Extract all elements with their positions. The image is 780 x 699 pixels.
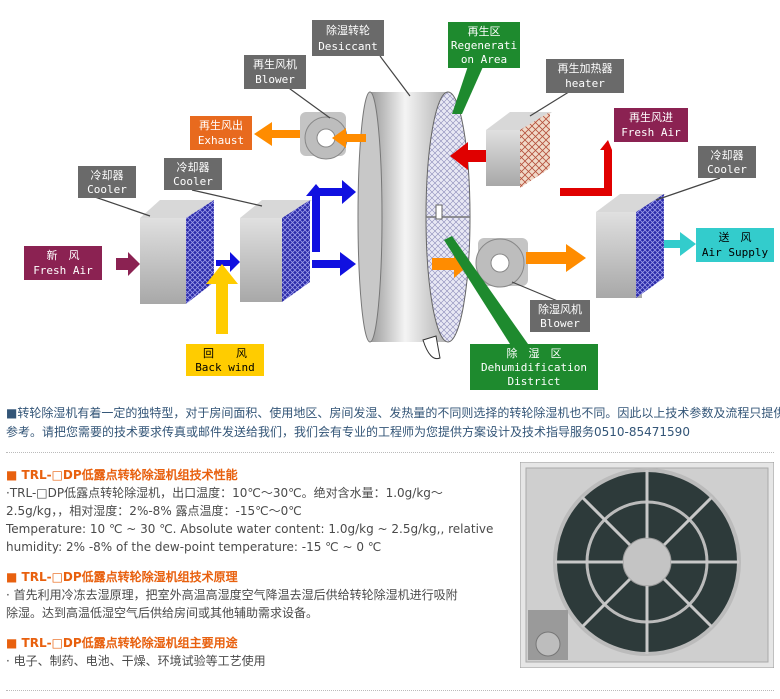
svg-text:on Area: on Area	[461, 53, 507, 66]
text-line: · 首先利用冷冻去湿原理，把室外高温高湿度空气降温去湿后供给转轮除湿机进行吸附	[6, 588, 458, 602]
divider-2	[6, 690, 774, 691]
svg-text:Back wind: Back wind	[195, 361, 255, 374]
svg-text:再生风进: 再生风进	[629, 110, 673, 124]
text-line: 除湿。达到高温低湿空气后供给房间或其他辅助需求设备。	[6, 606, 319, 620]
text-line: Temperature: 10 ℃ ~ 30 ℃. Absolute water…	[6, 522, 494, 536]
exhaust-label: 再生风出 Exhaust	[190, 116, 252, 150]
product-photo	[520, 462, 774, 668]
heater-unit	[486, 112, 552, 188]
svg-text:Blower: Blower	[540, 317, 580, 330]
svg-text:Dehumidification: Dehumidification	[481, 361, 587, 374]
divider-1	[6, 452, 774, 453]
svg-text:除 湿 区: 除 湿 区	[507, 346, 562, 360]
intro-paragraph: ■转轮除湿机有着一定的独特型，对于房间面积、使用地区、房间发湿、发热量的不同则选…	[6, 404, 780, 442]
svg-text:再生加热器: 再生加热器	[558, 61, 613, 75]
dehum-area-label: 除 湿 区 Dehumidification District	[470, 344, 598, 390]
svg-text:回 风: 回 风	[203, 347, 247, 360]
svg-text:冷却器: 冷却器	[177, 161, 210, 174]
svg-text:Fresh Air: Fresh Air	[621, 126, 681, 139]
supply-air-label: 送 风 Air Supply	[696, 228, 774, 262]
cooler-left-label: 冷却器 Cooler	[78, 166, 136, 198]
svg-text:Cooler: Cooler	[707, 163, 747, 176]
regen-blower	[300, 112, 348, 160]
intro-line-2: 参考。请把您需要的技术要求传真或邮件发送给我们，我们会有专业的工程师为您提供方案…	[6, 425, 690, 439]
regen-area-pointer	[452, 60, 486, 114]
svg-text:Air Supply: Air Supply	[702, 246, 769, 259]
section-usage-title: ■ TRL-□DP低露点转轮除湿机组主要用途	[6, 636, 238, 650]
text-line: · 电子、制药、电池、干燥、环境试验等工艺使用	[6, 654, 266, 668]
text-line: 2.5g/kg，，相对湿度：2%-8% 露点温度：-15℃～0℃	[6, 504, 302, 518]
dehum-blower	[475, 238, 528, 288]
cooler-left	[140, 200, 214, 304]
svg-text:District: District	[508, 375, 561, 388]
text-line: ·TRL-□DP低露点转轮除湿机，出口温度：10℃～30℃。绝对含水量：1.0g…	[6, 486, 443, 500]
section-performance-body: ·TRL-□DP低露点转轮除湿机，出口温度：10℃～30℃。绝对含水量：1.0g…	[6, 484, 506, 556]
svg-text:Exhaust: Exhaust	[198, 134, 244, 147]
process-diagram: 除湿转轮 Desiccant 再生区 Regenerati on Area 再生…	[24, 20, 774, 390]
cooler-mid	[240, 200, 312, 302]
cooler-right	[596, 194, 666, 298]
regen-air-in-label: 再生风进 Fresh Air	[614, 108, 688, 142]
callout-lines	[91, 55, 721, 303]
text-line: humidity: 2% -8% of the dew-point temper…	[6, 540, 382, 554]
svg-text:除湿风机: 除湿风机	[538, 302, 582, 316]
svg-text:Regenerati: Regenerati	[451, 39, 517, 52]
desiccant-label: 除湿转轮 Desiccant	[312, 20, 384, 56]
svg-text:Cooler: Cooler	[173, 175, 213, 188]
svg-text:Desiccant: Desiccant	[318, 40, 378, 53]
flow-arrows	[116, 122, 696, 334]
heater-label: 再生加热器 heater	[546, 59, 624, 93]
svg-text:冷却器: 冷却器	[91, 169, 124, 182]
dehum-area-pointer	[444, 236, 528, 344]
fresh-air-label: 新 风 Fresh Air	[24, 246, 102, 280]
cooler-right-label: 冷却器 Cooler	[698, 146, 756, 178]
back-wind-label: 回 风 Back wind	[186, 344, 264, 376]
svg-text:再生区: 再生区	[468, 24, 501, 38]
dehum-blower-label: 除湿风机 Blower	[530, 300, 590, 332]
section-usage-body: · 电子、制药、电池、干燥、环境试验等工艺使用	[6, 652, 506, 670]
rotation-arrow	[422, 335, 441, 360]
section-principle-body: · 首先利用冷冻去湿原理，把室外高温高湿度空气降温去湿后供给转轮除湿机进行吸附 …	[6, 586, 506, 622]
svg-text:Blower: Blower	[255, 73, 295, 86]
regen-blower-label: 再生风机 Blower	[244, 55, 306, 89]
svg-text:Cooler: Cooler	[87, 183, 127, 196]
svg-text:冷却器: 冷却器	[711, 149, 744, 162]
cooler-mid-label: 冷却器 Cooler	[164, 158, 222, 190]
svg-text:新 风: 新 风	[47, 248, 80, 262]
svg-text:再生风出: 再生风出	[199, 118, 243, 132]
svg-text:送 风: 送 风	[719, 230, 752, 244]
desiccant-wheel	[357, 91, 471, 343]
regen-area-label: 再生区 Regenerati on Area	[448, 22, 520, 68]
section-performance-title: ■ TRL-□DP低露点转轮除湿机组技术性能	[6, 468, 238, 482]
svg-text:Fresh Air: Fresh Air	[33, 264, 93, 277]
svg-text:heater: heater	[565, 77, 605, 90]
svg-text:除湿转轮: 除湿转轮	[326, 23, 370, 37]
svg-text:再生风机: 再生风机	[253, 57, 297, 71]
intro-line-1: ■转轮除湿机有着一定的独特型，对于房间面积、使用地区、房间发湿、发热量的不同则选…	[6, 406, 780, 420]
section-principle-title: ■ TRL-□DP低露点转轮除湿机组技术原理	[6, 570, 238, 584]
